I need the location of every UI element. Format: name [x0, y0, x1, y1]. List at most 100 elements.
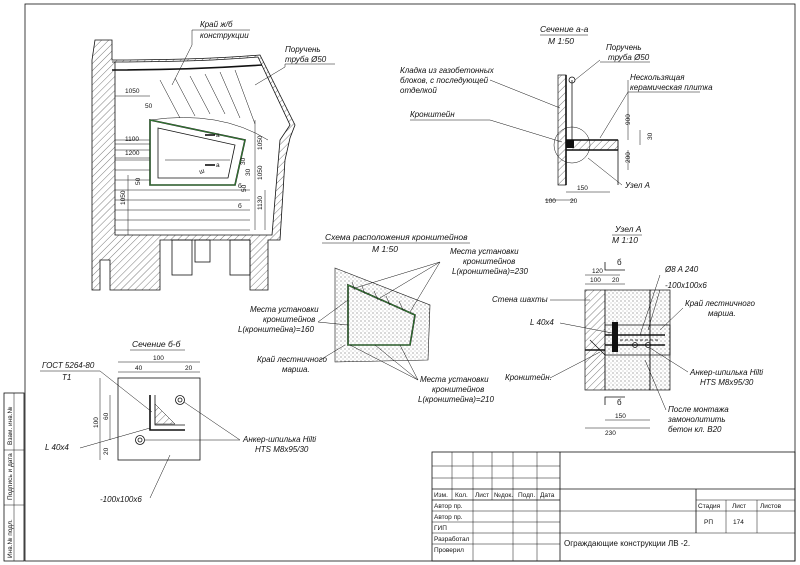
scheme-mount-bottom: L(кронштейна)=210 [418, 395, 494, 404]
section-aa-title: Сечение а-а [540, 24, 589, 34]
node-a-dim: 100 [590, 277, 601, 284]
bb-gost: ГОСТ 5264-80 [42, 361, 95, 370]
plan-dim: 1050 [120, 190, 127, 205]
plan-dim: 30 [245, 168, 252, 176]
node-a-grout: бетон кл. В20 [668, 425, 722, 434]
tb-col-header: №док. [494, 492, 513, 499]
plan-dim: а [216, 162, 220, 169]
tb-row-label: Разработал [434, 535, 470, 543]
section-bb-title: Сечение б-б [132, 339, 182, 349]
node-a-bracket: Кронштейн. [505, 373, 552, 382]
bb-plate: -100х100х6 [100, 495, 142, 504]
bb-dim: 100 [153, 355, 164, 362]
section-aa-scale: М 1:50 [548, 36, 574, 46]
node-a-angle: L 40х4 [530, 318, 554, 327]
bb-dim: 20 [185, 365, 193, 372]
node-a-grout: После монтажа [668, 405, 729, 414]
plan-edge-label: конструкции [200, 31, 249, 40]
bb-dim: 20 [103, 447, 110, 455]
aa-dim: 100 [545, 198, 556, 205]
tb-sheet: 174 [733, 519, 744, 526]
aa-masonry-label: отделкой [400, 86, 437, 95]
plan-view: ш а а 1050 50 1100 1200 50 1050 50 30 10… [91, 20, 335, 291]
plan-dim: а [216, 132, 220, 139]
tb-col-header: Лист [475, 492, 489, 499]
plan-dim: 50 [145, 103, 153, 110]
section-aa: Сечение а-а М 1:50 900 30 200 150 100 20… [400, 24, 713, 205]
aa-masonry-label: блоков, с последующей [400, 76, 489, 85]
node-a-shaft-wall: Стена шахты [492, 295, 548, 304]
plan-rail-label: Поручень [285, 45, 321, 54]
aa-masonry-label: Кладка из газобетонных [400, 66, 495, 75]
scheme-mount-left: кронштейнов [263, 315, 315, 324]
scheme-mount-bottom: кронштейнов [432, 385, 484, 394]
tb-sheets-header: Листов [760, 503, 782, 510]
node-a-anchor: HTS M8x95/30 [700, 378, 754, 387]
tb-col-header: Подп. [518, 492, 535, 499]
node-a-rebar: Ø8 A 240 [664, 265, 699, 274]
node-a-section-mark: б [617, 398, 622, 407]
scheme-mount-top: L(кронштейна)=230 [452, 267, 528, 276]
tb-row-label: Автор пр. [434, 514, 463, 521]
scheme-mount-top: Места установки [450, 247, 519, 256]
tb-sheet-header: Лист [732, 503, 746, 510]
bb-dim: 40 [135, 365, 143, 372]
plan-dim: 1050 [257, 165, 264, 180]
aa-dim: 900 [625, 114, 632, 125]
node-a-dim: 120 [592, 268, 603, 275]
node-a: Узел А М 1:10 б б 120 100 20 150 230 Ø8 … [492, 224, 763, 437]
side-stamp: Взам. инв.№ Подпись и дата Инв.№ подл. [3, 392, 25, 562]
scheme-scale: М 1:50 [372, 244, 398, 254]
section-bb: Сечение б-б 100 40 20 60 100 20 ГОСТ 526… [40, 339, 316, 504]
node-a-plate: -100х100х6 [665, 281, 707, 290]
node-a-grout: замонолитить [667, 415, 726, 424]
aa-dim: 20 [570, 198, 578, 205]
node-a-dim: 20 [612, 277, 620, 284]
aa-dim: 30 [647, 132, 654, 140]
node-a-anchor: Анкер-шпилька Hilti [689, 368, 763, 377]
scheme-edge-label: Край лестничного [257, 355, 328, 364]
plan-dim: б [238, 182, 242, 190]
tb-row-label: ГИП [434, 525, 447, 532]
stamp-replace-inv: Взам. инв.№ [7, 407, 14, 445]
plan-dim: 1100 [125, 136, 139, 143]
bb-dim: 100 [93, 417, 100, 428]
aa-dim: 200 [625, 152, 632, 163]
aa-tile-label: Нескользящая [630, 73, 685, 82]
node-a-section-mark: б [617, 258, 622, 267]
bb-angle: L 40х4 [45, 443, 69, 452]
bb-dim: 60 [103, 412, 110, 420]
aa-tile-label: керамическая плитка [630, 83, 713, 92]
plan-dim: б [238, 202, 242, 210]
plan-dim: 50 [241, 184, 248, 192]
tb-drawing-name: Ограждающие конструкции ЛВ -2. [564, 539, 690, 548]
bracket-scheme: Схема расположения кронштейнов М 1:50 Ме… [238, 232, 528, 404]
stamp-signature-date: Подпись и дата [7, 453, 14, 500]
plan-dim: 1050 [257, 135, 264, 150]
sheet-frame [24, 3, 796, 562]
tb-col-header: Кол. [455, 492, 468, 499]
node-a-dim: 150 [615, 413, 626, 420]
node-a-edge: Край лестничного [685, 299, 756, 308]
aa-rail-label: Поручень [606, 43, 642, 52]
plan-dim: 30 [240, 157, 247, 165]
plan-dim: 1130 [257, 196, 264, 210]
svg-text:ш: ш [198, 168, 205, 176]
bb-anchor: Анкер-шпилька Hilti [242, 435, 316, 444]
aa-bracket-label: Кронштейн [410, 110, 455, 119]
aa-rail-label: труба Ø50 [608, 53, 650, 62]
scheme-mount-left: Места установки [250, 305, 319, 314]
scheme-title: Схема расположения кронштейнов [325, 232, 468, 242]
scheme-edge-label: марша. [282, 365, 310, 374]
scheme-mount-bottom: Места установки [420, 375, 489, 384]
tb-col-header: Дата [540, 492, 555, 499]
node-a-dim: 230 [605, 430, 616, 437]
tb-row-label: Автор пр. [434, 503, 463, 510]
tb-col-header: Изм. [434, 492, 448, 499]
stamp-inv-original: Инв.№ подл. [7, 519, 14, 558]
node-a-scale: М 1:10 [612, 235, 638, 245]
title-block: Изм. Кол. Лист №док. Подп. Дата Автор пр… [431, 451, 796, 562]
aa-dim: 150 [577, 185, 588, 192]
